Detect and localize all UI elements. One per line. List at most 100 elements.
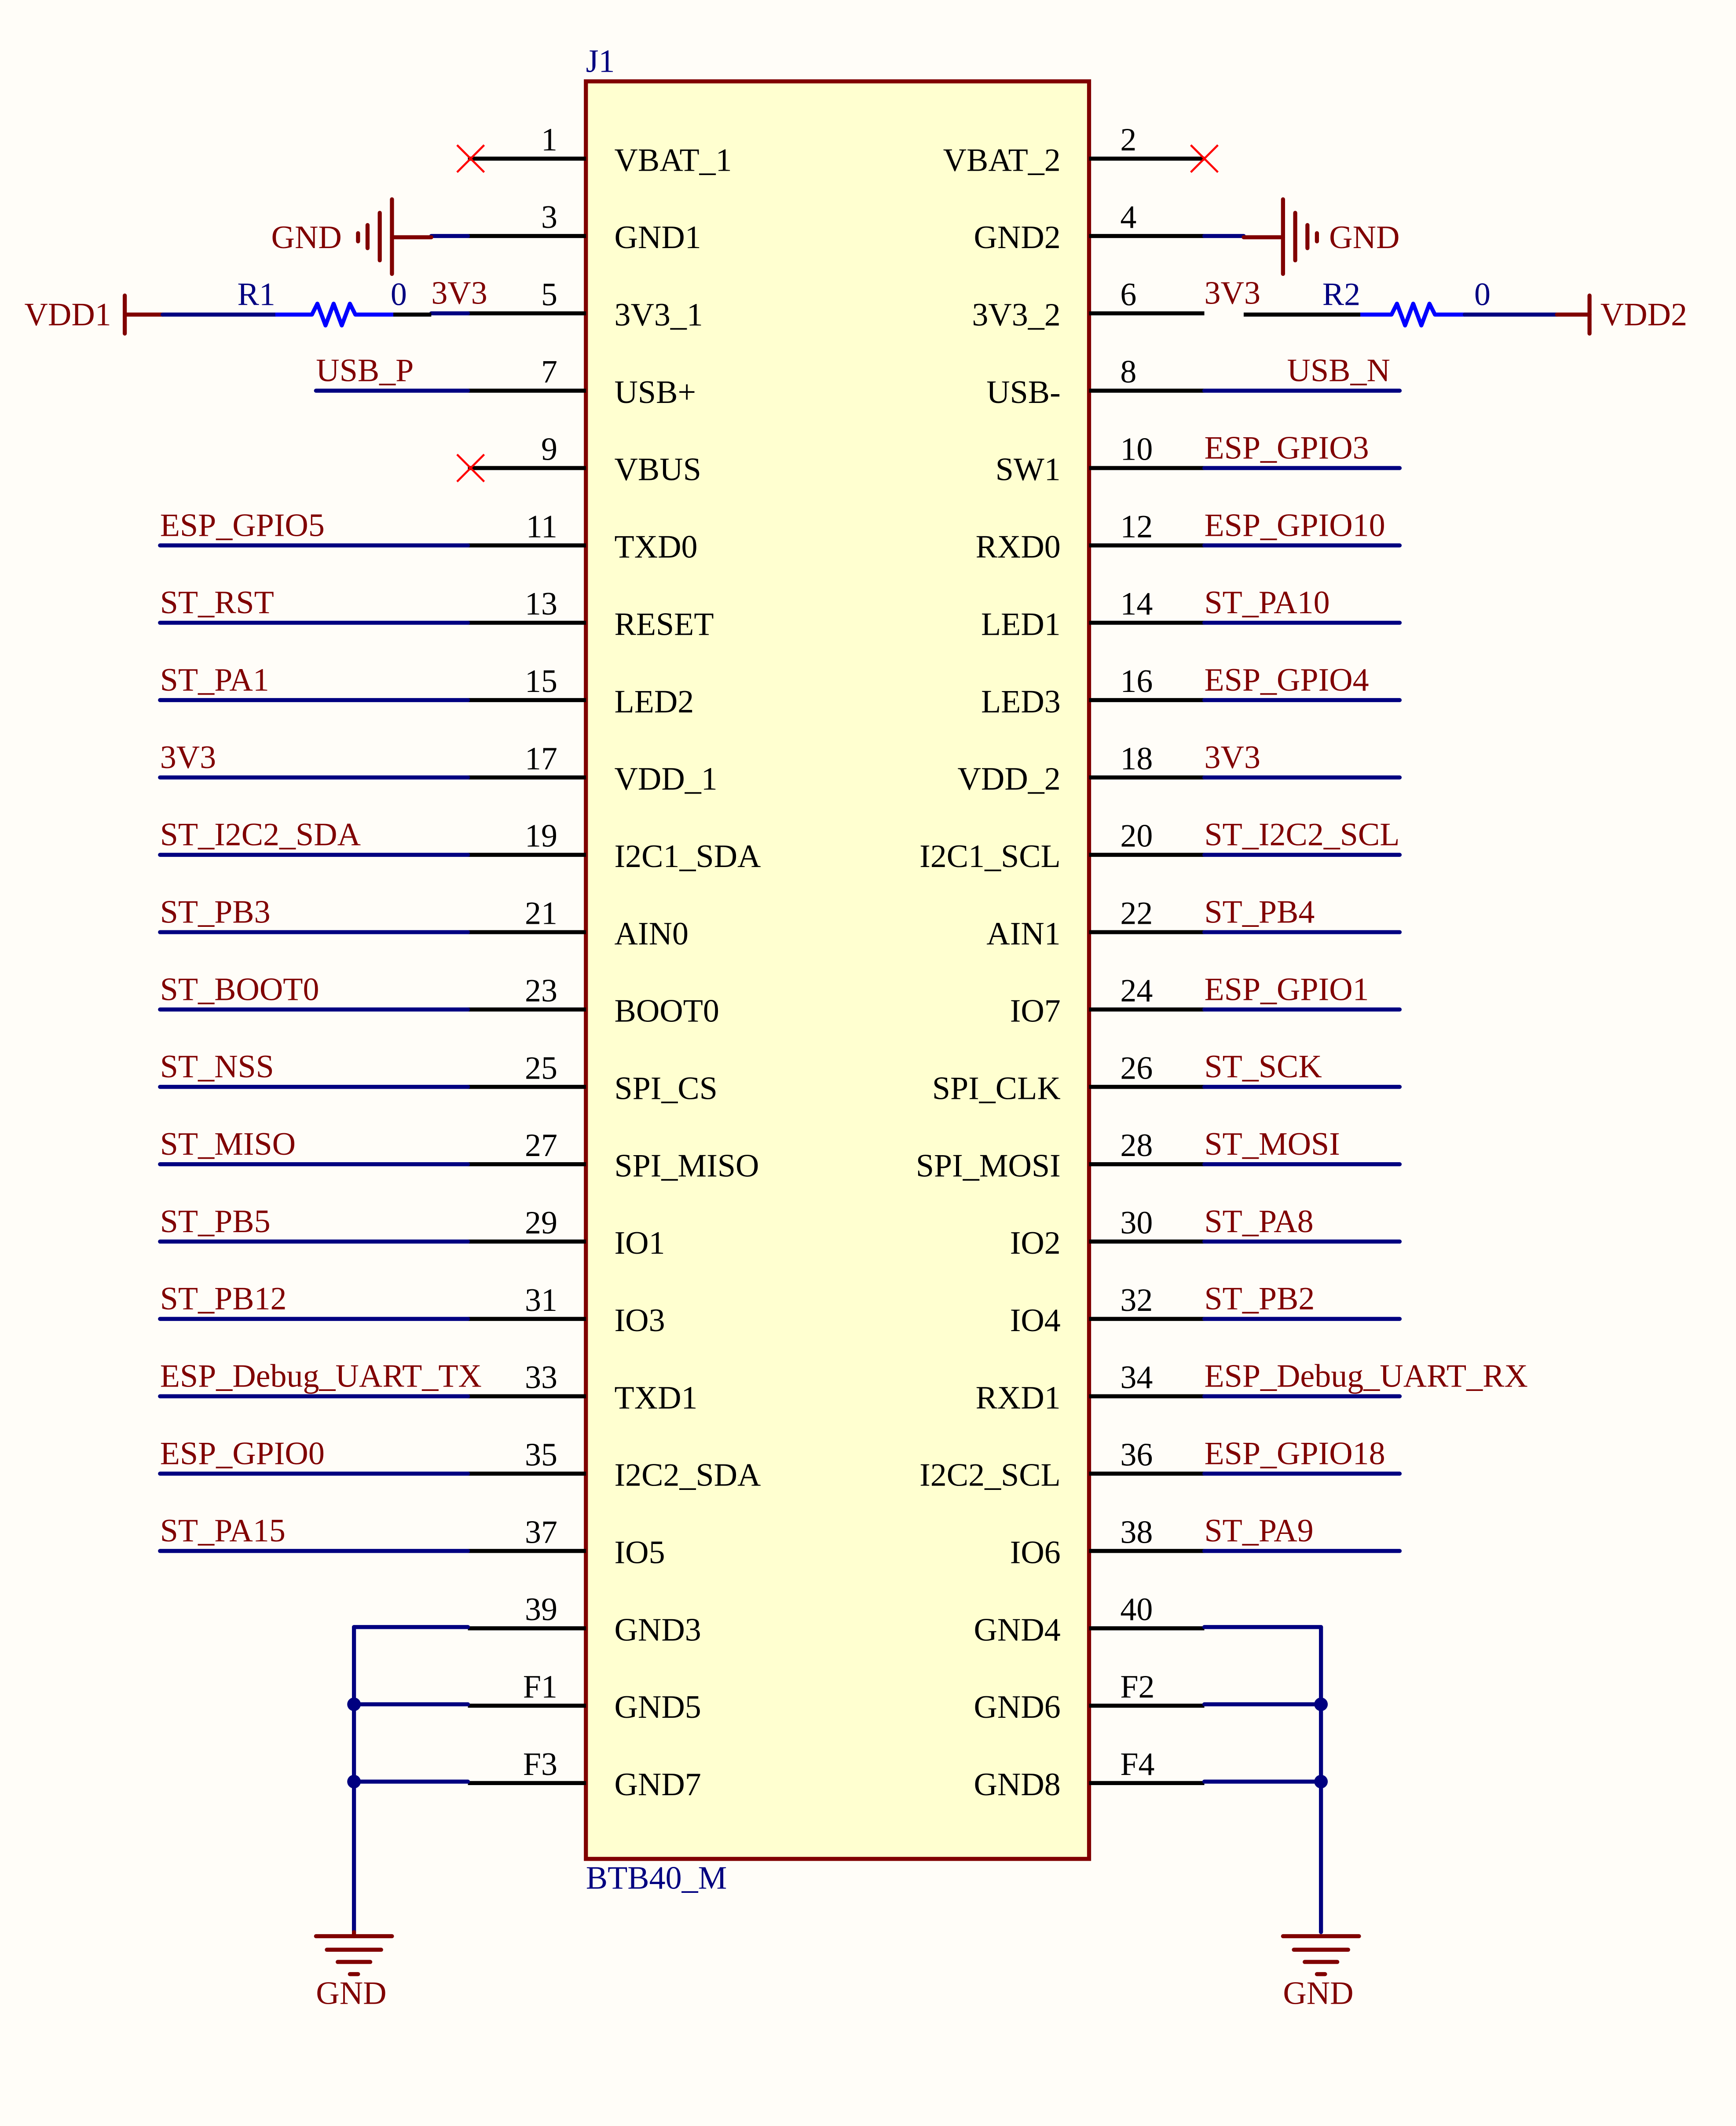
junction-dot	[1314, 1775, 1328, 1789]
pin-name: IO3	[615, 1303, 665, 1339]
pin-number: 17	[525, 741, 557, 777]
pin-name: IO1	[615, 1225, 665, 1261]
net-label: ESP_GPIO0	[160, 1435, 325, 1471]
pin-number: 13	[525, 586, 557, 622]
r2-designator: R2	[1322, 277, 1360, 313]
net-label: ESP_GPIO10	[1205, 507, 1385, 543]
net-label: ST_MOSI	[1205, 1126, 1340, 1162]
pin-name: USB+	[615, 374, 696, 410]
pin-name: LED3	[981, 684, 1061, 720]
pin-number: 36	[1120, 1437, 1153, 1473]
pin-number: 12	[1120, 509, 1153, 545]
no-connect-icon	[1190, 144, 1219, 173]
pin-name: GND1	[615, 220, 701, 256]
pin-name: IO4	[1010, 1303, 1061, 1339]
pin-name: TXD0	[615, 529, 698, 565]
pin-name: SPI_MOSI	[916, 1148, 1061, 1184]
pin-name: TXD1	[615, 1380, 698, 1416]
pin-name: I2C1_SCL	[919, 838, 1061, 875]
pin-name: RXD1	[976, 1380, 1061, 1416]
resistor-r2[interactable]: VDD2 R2 0	[1243, 277, 1687, 336]
net-label: ESP_Debug_UART_TX	[160, 1358, 482, 1394]
pin-number: 21	[525, 896, 557, 932]
net-label: ST_NSS	[160, 1049, 274, 1085]
connector-body[interactable]	[584, 79, 1091, 1861]
pin-name: I2C2_SCL	[919, 1457, 1061, 1493]
gnd-port-left-top: GND	[271, 197, 433, 276]
pin-name: SPI_CS	[615, 1070, 718, 1106]
net-label: ST_PB12	[160, 1281, 287, 1317]
gnd-label: GND	[1329, 220, 1399, 256]
no-connect-icon	[456, 454, 485, 483]
pin-number: 30	[1120, 1205, 1153, 1241]
pin-number: 15	[525, 663, 557, 699]
net-label: ST_BOOT0	[160, 971, 319, 1007]
pin-number: F1	[523, 1669, 557, 1705]
pin-number: 19	[525, 818, 557, 854]
resistor-r1[interactable]: VDD1 R1 0	[24, 277, 432, 336]
pin-name: SPI_CLK	[932, 1070, 1061, 1106]
pin-number: 31	[525, 1282, 557, 1318]
pin-name: BOOT0	[615, 993, 719, 1029]
net-label: ST_PA8	[1205, 1204, 1314, 1240]
pin-number: 20	[1120, 818, 1153, 854]
pin-number: 10	[1120, 432, 1153, 468]
net-label: ST_PB5	[160, 1204, 271, 1240]
pin-name: 3V3_1	[615, 297, 703, 333]
vdd2-label: VDD2	[1600, 297, 1687, 333]
r1-designator: R1	[237, 277, 275, 313]
pin-number: 35	[525, 1437, 557, 1473]
net-label: ST_PA10	[1205, 585, 1330, 621]
pin-name: VBAT_1	[615, 142, 732, 178]
pin-name: VDD_1	[615, 761, 718, 797]
part-label: BTB40_M	[586, 1860, 727, 1896]
pin-name: LED1	[981, 606, 1061, 642]
